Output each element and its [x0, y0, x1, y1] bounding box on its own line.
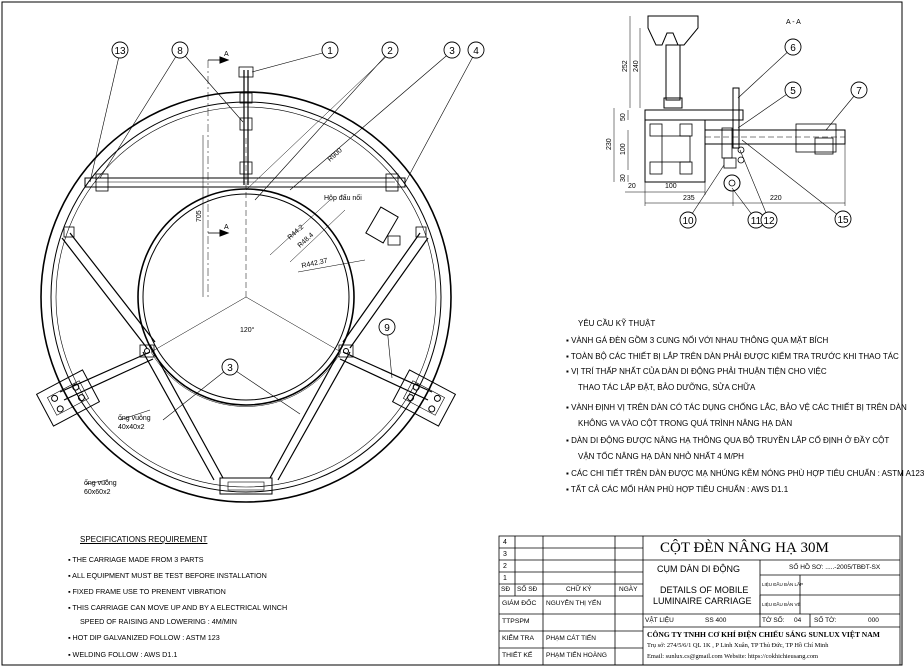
- sheet-count-value: 000: [868, 617, 879, 624]
- material-label: VẬT LIỆU: [645, 617, 674, 624]
- dim-705: 705: [196, 210, 203, 222]
- header-chu-ky: CHỮ KÝ: [566, 586, 592, 593]
- rev-row-1: 1: [503, 575, 507, 582]
- junction-box-label: Hộp đấu nối: [324, 193, 362, 202]
- tube1-name: ống vuông: [118, 413, 151, 422]
- section-view: [613, 15, 846, 206]
- balloon-5: 5: [790, 86, 796, 97]
- balloon-2: 2: [387, 46, 393, 57]
- dim-220: 220: [770, 195, 782, 202]
- sheet-count-label: SỐ TỜ:: [814, 617, 837, 624]
- header-so-sd: SỐ SĐ: [517, 586, 538, 593]
- req-item: VẬN TỐC NÂNG HẠ DÀN NHỎ NHẤT 4 M/PH: [578, 452, 744, 461]
- tube2-name: ống vuông: [84, 478, 117, 487]
- req-item: THAO TÁC LẮP ĐẶT, BẢO DƯỠNG, SỬA CHỮA: [578, 383, 756, 392]
- req-item: ▪ VỊ TRÍ THẤP NHẤT CỦA DÀN DI ĐỘNG PHẢI …: [566, 367, 827, 376]
- label-tl2: LIỆU ĐẦU BẢN VẼ: [762, 602, 801, 607]
- spec-heading: SPECIFICATIONS REQUIREMENT: [80, 535, 208, 544]
- balloon-11: 11: [751, 216, 762, 227]
- req-item: ▪ VÀNH GÁ ĐÈN GỒM 3 CUNG NỐI VỚI NHAU TH…: [566, 336, 829, 345]
- requirements-heading: YÊU CẦU KỸ THUẬT: [578, 319, 656, 328]
- dim-240: 240: [633, 60, 640, 72]
- req-item: KHÔNG VA VÀO CỘT TRONG QUÁ TRÌNH NÂNG HẠ…: [578, 419, 793, 428]
- plan-view: [35, 54, 457, 503]
- dim-r442-37: R442.37: [301, 258, 328, 270]
- angle-120: 120°: [240, 326, 255, 334]
- role-ttpspm: TTPSPM: [502, 618, 530, 625]
- spec-item: ▪ WELDING FOLLOW : AWS D1.1: [68, 650, 178, 659]
- req-item: ▪ TOÀN BỘ CÁC THIẾT BỊ LẮP TRÊN DÀN PHẢI…: [566, 352, 899, 361]
- req-item: ▪ TẤT CẢ CÁC MỐI HÀN PHÙ HỢP TIÊU CHUẨN …: [566, 485, 789, 494]
- section-title: A - A: [786, 19, 801, 26]
- dim-252: 252: [622, 60, 629, 72]
- name-thiet-ke: PHẠM TIẾN HOÀNG: [546, 652, 607, 659]
- req-item: ▪ DÀN DI ĐỘNG ĐƯỢC NÂNG HẠ THÔNG QUA BỘ …: [566, 436, 890, 445]
- rev-row-2: 2: [503, 563, 507, 570]
- role-thiet-ke: THIẾT KẾ: [502, 652, 533, 659]
- part-name-en-2: LUMINAIRE CARRIAGE: [653, 596, 752, 606]
- spec-item: ▪ ALL EQUIPMENT MUST BE TEST BEFORE INST…: [68, 571, 267, 580]
- role-kiem-tra: KIỂM TRA: [502, 635, 534, 642]
- company-address: Trụ sở: 274/5/6/1 QL 1K , P Linh Xuân, T…: [647, 642, 829, 649]
- section-mark-top: A: [224, 51, 229, 58]
- dim-230: 230: [606, 138, 613, 150]
- spec-item: ▪ THE CARRIAGE MADE FROM 3 PARTS: [68, 555, 204, 564]
- balloon-15: 15: [837, 215, 849, 226]
- dim-r900: R900: [327, 147, 344, 163]
- dim-100h: 100: [665, 183, 677, 190]
- balloon-3-lower: 3: [227, 363, 233, 374]
- spec-item: ▪ THIS CARRIAGE CAN MOVE UP AND BY A ELE…: [68, 603, 288, 612]
- sheet-value: 04: [794, 617, 802, 624]
- company-name: CÔNG TY TNHH CƠ KHÍ ĐIỆN CHIẾU SÁNG SUNL…: [647, 630, 880, 639]
- balloon-circles: [111, 38, 868, 376]
- part-name-en-1: DETAILS OF MOBILE: [660, 585, 749, 595]
- balloon-8: 8: [177, 46, 183, 57]
- header-ngay: NGÀY: [619, 586, 638, 593]
- company-contact: Email: sunlux.cs@gmail.com Website: http…: [647, 653, 819, 660]
- material-value: SS 400: [705, 617, 727, 624]
- spec-item: SPEED OF RAISING AND LOWERING : 4M/MIN: [80, 617, 237, 626]
- balloon-leaders: [85, 46, 860, 485]
- balloon-1: 1: [327, 46, 333, 57]
- drawing-canvas: 13 8 1 2 3 4 9 3 6 5 7 10 11 12 15 A A 7…: [1, 1, 903, 666]
- sheet-label: TỜ SỐ:: [762, 617, 785, 624]
- balloon-6: 6: [790, 43, 796, 54]
- name-giam-doc: NGUYỄN THỊ YẾN: [546, 600, 602, 607]
- dim-235: 235: [683, 195, 695, 202]
- balloon-3: 3: [449, 46, 455, 57]
- drawing-number: SỐ HỒ SƠ: .....-2005/TBĐT-SX: [789, 564, 881, 571]
- spec-item: ▪ HOT DIP GALVANIZED FOLLOW : ASTM 123: [68, 633, 220, 642]
- label-tl1: LIỆU ĐẦU BẢN LẮP: [762, 582, 804, 587]
- req-item: ▪ CÁC CHI TIẾT TRÊN DÀN ĐƯỢC MẠ NHÚNG KẼ…: [566, 469, 924, 478]
- spec-item: ▪ FIXED FRAME USE TO PRENENT VIBRATION: [68, 587, 226, 596]
- section-mark-bottom: A: [224, 224, 229, 231]
- tube2-size: 60x60x2: [84, 489, 111, 496]
- balloon-9: 9: [384, 323, 390, 334]
- name-kiem-tra: PHẠM CÁT TIẾN: [546, 635, 596, 642]
- dim-30: 30: [620, 174, 627, 182]
- req-item: ▪ VÀNH ĐỊNH VỊ TRÊN DÀN CÓ TÁC DỤNG CHỐN…: [566, 403, 907, 412]
- balloon-12: 12: [763, 216, 775, 227]
- rev-row-3: 3: [503, 551, 507, 558]
- title-block-grid: [498, 535, 901, 666]
- dim-50: 50: [620, 113, 627, 121]
- balloon-4: 4: [473, 46, 479, 57]
- dim-20: 20: [628, 183, 636, 190]
- balloon-13: 13: [114, 46, 126, 57]
- project-title: CỘT ĐÈN NÂNG HẠ 30M: [660, 540, 829, 556]
- part-name-vi: CỤM DÀN DI ĐỘNG: [657, 564, 740, 574]
- rev-row-4: 4: [503, 539, 507, 546]
- balloon-7: 7: [856, 86, 862, 97]
- balloon-10: 10: [682, 216, 694, 227]
- tube1-size: 40x40x2: [118, 424, 145, 431]
- header-sd: SĐ: [501, 586, 511, 593]
- dim-100v: 100: [620, 143, 627, 155]
- role-giam-doc: GIÁM ĐỐC: [502, 600, 537, 607]
